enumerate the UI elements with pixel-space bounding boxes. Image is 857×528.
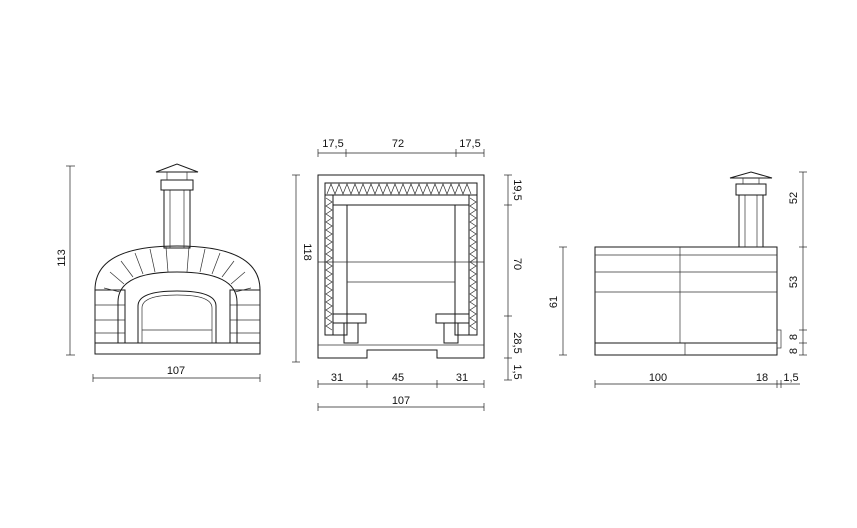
section-right-dim-1: 19,5 [511, 179, 523, 200]
section-right-dim-3: 28,5 [511, 332, 523, 353]
section-bottom-dim-3: 31 [456, 372, 468, 384]
side-bottom-dim-3: 1,5 [783, 372, 798, 384]
side-right-dim-1: 52 [788, 192, 800, 204]
side-right-dim-4: 8 [788, 348, 800, 354]
side-bottom-dim-1: 100 [649, 372, 667, 384]
section-top-dim-2: 72 [392, 138, 404, 150]
side-bottom-dim-2: 18 [756, 372, 768, 384]
side-view: 61 52 53 8 8 100 18 1,5 [548, 171, 807, 388]
front-width-label: 107 [167, 365, 185, 377]
section-height-label: 118 [301, 243, 313, 261]
front-height-label: 113 [56, 249, 68, 267]
section-top-dim-1: 17,5 [322, 138, 343, 150]
section-view: 17,5 72 17,5 118 19,5 70 28,5 1,5 31 45 … [292, 138, 523, 411]
section-right-dim-4: 1,5 [511, 364, 523, 379]
section-total-width: 107 [392, 395, 410, 407]
side-right-dim-2: 53 [788, 276, 800, 288]
section-top-dim-3: 17,5 [459, 138, 480, 150]
side-height-label: 61 [548, 296, 560, 308]
section-bottom-dim-2: 45 [392, 372, 404, 384]
section-bottom-dim-1: 31 [331, 372, 343, 384]
section-right-dim-2: 70 [511, 258, 523, 270]
side-right-dim-3: 8 [788, 334, 800, 340]
front-view: 113 107 [56, 163, 261, 382]
